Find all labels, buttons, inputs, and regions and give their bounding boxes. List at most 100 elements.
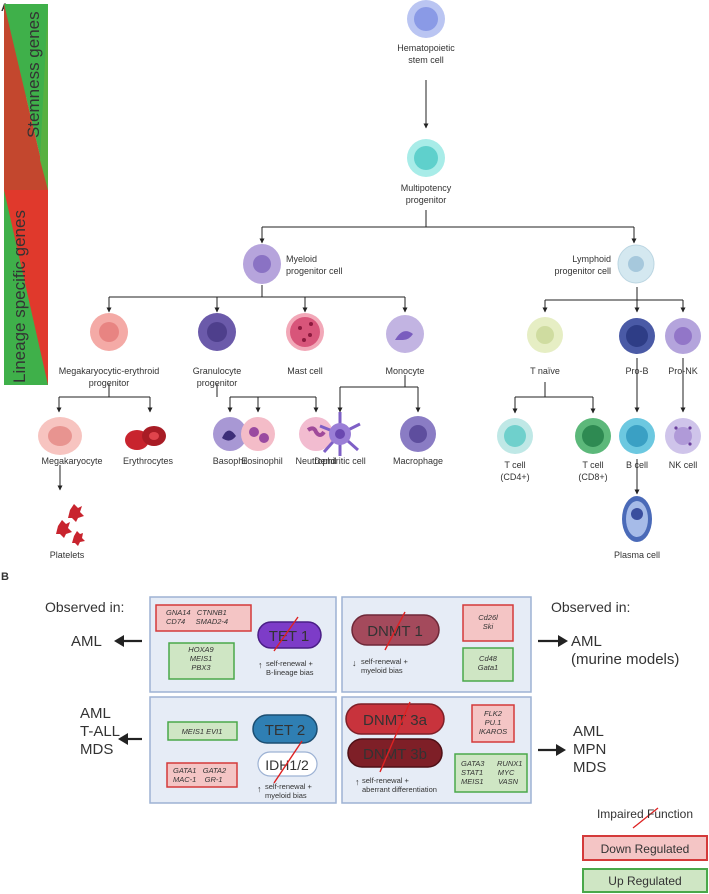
mpp-cell-icon [407,139,445,177]
dnmt1-impaired-slash [384,611,406,651]
tcd4-cell-icon [497,418,533,454]
mast-label: Mast cell [287,366,323,376]
dnmt3a-enzyme-pill [345,703,445,735]
disease-dnmt1: AML(murine models) [571,633,679,668]
legend-impaired-slash [632,807,659,829]
tet1-enzyme-pill [257,621,322,649]
bcell-icon [619,418,655,454]
hsc-cell-icon [407,0,445,38]
monocyte-label: Monocyte [385,366,424,376]
pronk-cell-icon [665,318,701,354]
bcell-label: B cell [626,460,648,470]
dnmt3-effect: self-renewal +aberrant differentiation [362,776,437,794]
basophil-icon [213,417,247,451]
stemness-genes-label: Stemness genes [24,11,43,138]
dnmt1-effect: self-renewal +myeloid bias [361,657,409,675]
tet2-down-box [166,762,238,788]
megakaryocyte-label: Megakaryocyte [41,456,102,466]
idh-name: IDH1/2 [265,757,309,773]
nkcell-icon [665,418,701,454]
dnmt1-effect-arrow: ↓ [352,658,357,668]
gene-gradient-bar [4,4,48,385]
platelets-icon [56,504,85,546]
tet2-effect-arrow: ↑ [257,784,262,794]
tet2-enzyme-name: TET 2 [265,722,306,739]
tcd4-label: T cell(CD4+) [500,460,529,482]
observed-in-right: Observed in: [551,599,630,615]
dnmt1-down-box [462,604,514,642]
erythrocytes-icon [125,426,166,450]
legend-up-label: Up Regulated [608,874,681,888]
neutrophil-label: Neutrophil [295,456,336,466]
lymphoid-progenitor-icon [617,244,655,284]
dnmt1-up-box [462,647,514,682]
monocyte-cell-icon [386,315,424,353]
tet2-enzyme-pill [252,714,318,744]
lineage-genes-label: Lineage specific genes [10,210,29,383]
tet1-enzyme-name: TET 1 [269,628,310,645]
platelets-label: Platelets [50,550,85,560]
nkcell-label: NK cell [669,460,698,470]
tet1-up-box [168,642,235,680]
tet2-impaired-slash [273,740,303,784]
plasma-cell-icon [622,496,652,542]
tet2-up-box [167,721,238,741]
macrophage-label: Macrophage [393,456,443,466]
mep-cell-icon [90,313,128,351]
panel-b-label: B [1,571,9,583]
plasma-label: Plasma cell [614,550,660,560]
erythrocytes-label: Erythrocytes [123,456,174,466]
dnmt3-down-box [471,704,515,743]
dnmt3-effect-arrow: ↑ [355,777,360,787]
dnmt3a-enzyme-name: DNMT 3a [363,712,428,729]
tcd8-cell-icon [575,418,611,454]
mast-cell-icon [286,313,324,351]
tet1-effect: self-renewal +B-lineage bias [266,659,314,677]
neutrophil-icon [299,417,333,451]
megakaryocyte-icon [38,417,82,455]
tet2-up-genes: MEIS1 EVI1 [182,727,223,736]
legend-down-label: Down Regulated [601,842,690,856]
macrophage-icon [400,416,436,452]
legend-down-box [582,835,708,861]
tcd8-label: T cell(CD8+) [578,460,607,482]
tet1-impaired-slash [273,616,299,652]
legend-impaired-label: Impaired Function [597,807,693,821]
disease-arrows [114,635,568,756]
dendritic-cell-icon [319,412,361,456]
tnaive-cell-icon [527,317,563,353]
dendritic-label: Dendritic cell [314,456,366,466]
tet1-down-box [155,604,252,632]
myeloid-progenitor-icon [243,244,281,284]
disease-tet1: AML [71,633,102,650]
dnmt3b-enzyme-pill [347,738,443,768]
eosinophil-label: Eosinophil [241,456,283,466]
dnmt3-up-box [454,753,528,793]
prob-label: Pro-B [625,366,648,376]
lineage-connectors [56,80,686,495]
observed-in-left: Observed in: [45,599,124,615]
gmp-cell-icon [198,313,236,351]
eosinophil-icon [241,417,275,451]
legend-up-box [582,868,708,893]
tnaive-label: T naïve [530,366,560,376]
dnmt3b-enzyme-name: DNMT 3b [363,746,427,763]
basophil-label: Basophil [213,456,248,466]
tet1-effect-arrow: ↑ [258,660,263,670]
